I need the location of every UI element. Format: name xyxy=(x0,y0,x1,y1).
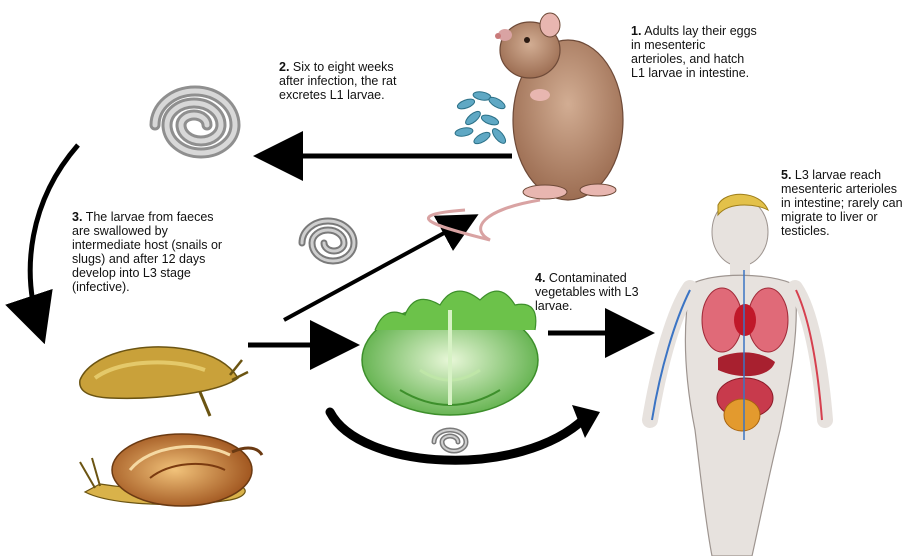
step-2-number: 2. xyxy=(279,60,289,74)
human-body-icon xyxy=(650,194,825,556)
snail-icon xyxy=(80,434,262,506)
step-2-label: 2. Six to eight weeks after infection, t… xyxy=(279,60,404,102)
step-5-number: 5. xyxy=(781,168,791,182)
step-3-number: 3. xyxy=(72,210,82,224)
larva-coil-large-icon xyxy=(155,91,235,153)
step-5-label: 5. L3 larvae reach mesenteric arterioles… xyxy=(781,168,906,238)
step-3-label: 3. The larvae from faeces are swallowed … xyxy=(72,210,230,294)
larva-eggs-icon xyxy=(454,90,507,145)
step-1-text: Adults lay their eggs in mesenteric arte… xyxy=(631,24,757,80)
step-1-label: 1. Adults lay their eggs in mesenteric a… xyxy=(631,24,761,80)
arrow-larvae-to-snail xyxy=(30,145,78,330)
step-2-text: Six to eight weeks after infection, the … xyxy=(279,60,396,102)
step-3-text: The larvae from faeces are swallowed by … xyxy=(72,210,222,294)
step-1-number: 1. xyxy=(631,24,641,38)
step-4-text: Contaminated vegetables with L3 larvae. xyxy=(535,271,639,313)
larva-coil-small-icon xyxy=(434,430,466,451)
larva-coil-medium-icon xyxy=(302,221,354,261)
step-5-text: L3 larvae reach mesenteric arterioles in… xyxy=(781,168,903,238)
step-4-number: 4. xyxy=(535,271,545,285)
slug-icon xyxy=(80,347,248,416)
rat-icon xyxy=(428,13,623,240)
lettuce-icon xyxy=(362,291,538,415)
step-4-label: 4. Contaminated vegetables with L3 larva… xyxy=(535,271,650,313)
